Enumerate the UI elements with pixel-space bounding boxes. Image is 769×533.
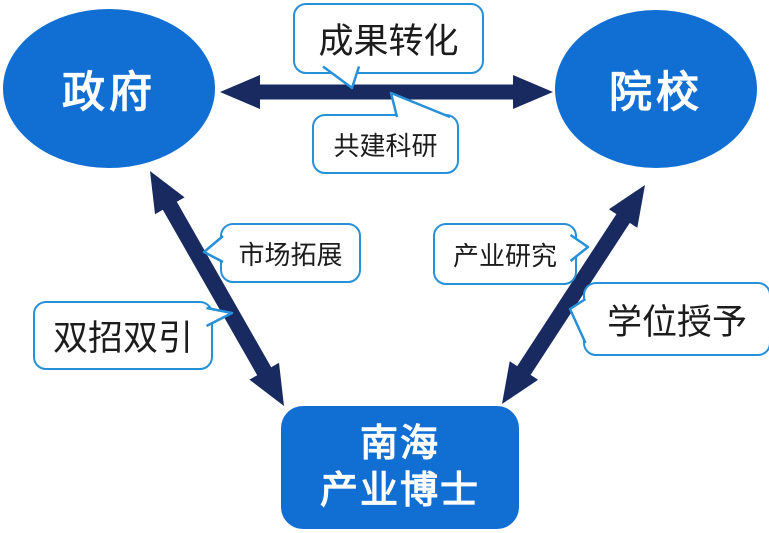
callout-dual-recruitment: 双招双引 <box>33 301 213 370</box>
callout-industry-research-label: 产业研究 <box>452 240 557 271</box>
node-nanhai-label-line2: 产业博士 <box>319 469 480 512</box>
callout-achievement-transformation-label: 成果转化 <box>318 22 459 61</box>
node-college-label: 院校 <box>609 69 703 117</box>
node-government: 政府 <box>3 9 215 168</box>
node-nanhai-label-line1: 南海 <box>359 423 440 466</box>
node-nanhai-industry-doctor: 南海 产业博士 <box>281 406 519 529</box>
node-government-label: 政府 <box>62 68 156 117</box>
callout-joint-research: 共建科研 <box>312 114 459 174</box>
callout-degree-conferral: 学位授予 <box>583 282 769 356</box>
node-college: 院校 <box>555 10 757 168</box>
callout-market-expansion-label: 市场拓展 <box>238 239 343 270</box>
callout-achievement-transformation: 成果转化 <box>293 3 484 74</box>
arrow-government-college <box>220 75 553 109</box>
callout-market-expansion: 市场拓展 <box>220 223 361 283</box>
callout-industry-research: 产业研究 <box>433 223 577 285</box>
arrow-government-nanhai <box>150 171 284 406</box>
callout-degree-conferral-label: 学位授予 <box>606 302 747 342</box>
callout-joint-research-label: 共建科研 <box>333 130 438 161</box>
callout-dual-recruitment-label: 双招双引 <box>52 319 193 358</box>
